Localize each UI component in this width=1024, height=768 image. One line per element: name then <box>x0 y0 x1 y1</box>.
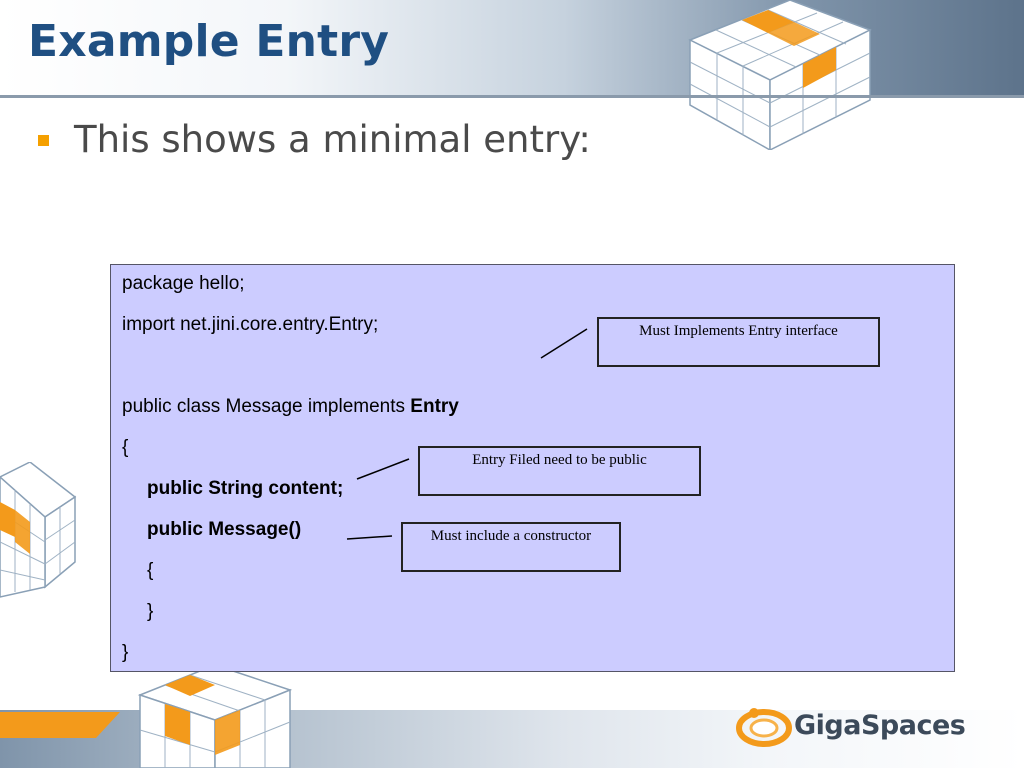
slide-title: Example Entry <box>28 16 390 67</box>
gigaspaces-logo-icon <box>736 708 792 747</box>
header-rule <box>0 95 1024 98</box>
cube-decoration-bottom <box>137 664 293 768</box>
callout-constructor: Must include a constructor <box>401 522 621 572</box>
code-line-close-brace: } <box>122 642 129 663</box>
leader-line-constructor <box>346 535 393 540</box>
code-line-constructor-open: { <box>147 560 154 581</box>
code-line-constructor-close: } <box>147 601 154 622</box>
leader-line-interface <box>540 328 588 359</box>
code-line-constructor: public Message() <box>147 519 302 540</box>
bullet-text: This shows a minimal entry: <box>74 118 591 161</box>
cube-decoration-top-right <box>688 0 872 150</box>
leader-line-public-field <box>356 458 410 480</box>
callout-interface: Must Implements Entry interface <box>597 317 880 367</box>
code-panel: package hello; import net.jini.core.entr… <box>110 264 955 672</box>
code-class-prefix: public class Message implements <box>122 396 411 417</box>
code-class-interface: Entry <box>410 396 459 417</box>
bullet-square-icon <box>38 135 49 146</box>
gigaspaces-logo-text: GigaSpaces <box>794 710 966 741</box>
code-line-field: public String content; <box>147 478 344 499</box>
cube-decoration-left <box>0 462 77 598</box>
gigaspaces-logo: GigaSpaces <box>736 700 966 752</box>
code-line-package: package hello; <box>122 273 245 294</box>
code-line-class-declaration: public class Message implements Entry <box>122 396 459 418</box>
callout-public-field: Entry Filed need to be public <box>418 446 701 496</box>
code-line-open-brace: { <box>122 437 129 458</box>
code-line-import: import net.jini.core.entry.Entry; <box>122 314 379 335</box>
